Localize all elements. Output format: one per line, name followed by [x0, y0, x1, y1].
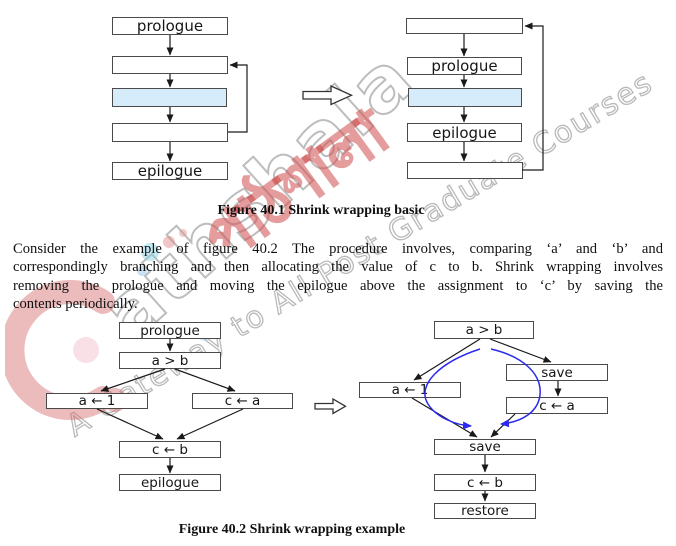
flow-box-empty: [112, 56, 228, 74]
flow-box-empty: [406, 18, 523, 34]
figure1-caption: Figure 40.1 Shrink wrapping basic: [217, 203, 425, 218]
flow-box-assign-ca: c ← a: [192, 393, 293, 409]
transform-arrow-icon: [302, 84, 354, 106]
flow-box-highlighted: [112, 88, 227, 107]
flow-box-assign-a1: a ← 1: [359, 382, 461, 398]
flow-box-assign-ca: c ← a: [506, 397, 608, 414]
flow-box-restore: restore: [434, 503, 536, 519]
flow-box-highlighted: [408, 88, 522, 107]
flow-box-assign-cb: c ← b: [434, 474, 536, 491]
flow-box-prologue: prologue: [407, 57, 522, 75]
figure2-caption: Figure 40.2 Shrink wrapping example: [178, 522, 406, 537]
flow-box-prologue: prologue: [112, 17, 228, 35]
flow-box-save: save: [506, 364, 608, 381]
flow-box-empty: [112, 123, 228, 142]
transform-arrow-icon: [314, 397, 347, 415]
paragraph-line: contents periodically.: [13, 296, 138, 313]
paragraph-line: removing the prologue and moving the epi…: [13, 277, 663, 294]
paragraph-line: Consider the example of figure 40.2 The …: [13, 241, 663, 257]
flow-box-condition: a > b: [119, 352, 221, 369]
paragraph-line: correspondingly branching and then alloc…: [13, 259, 663, 276]
flow-box-condition: a > b: [434, 321, 534, 339]
flow-box-epilogue: epilogue: [112, 162, 228, 180]
body-paragraph: Consider the example of figure 40.2 The …: [13, 240, 663, 314]
flow-box-epilogue: epilogue: [407, 123, 522, 142]
flow-box-epilogue: epilogue: [119, 474, 221, 491]
flow-box-assign-a1: a ← 1: [46, 393, 148, 409]
flow-box-save: save: [434, 439, 536, 455]
flow-box-assign-cb: c ← b: [119, 441, 221, 458]
flow-box-prologue: prologue: [119, 322, 221, 339]
flow-box-empty: [407, 162, 523, 179]
